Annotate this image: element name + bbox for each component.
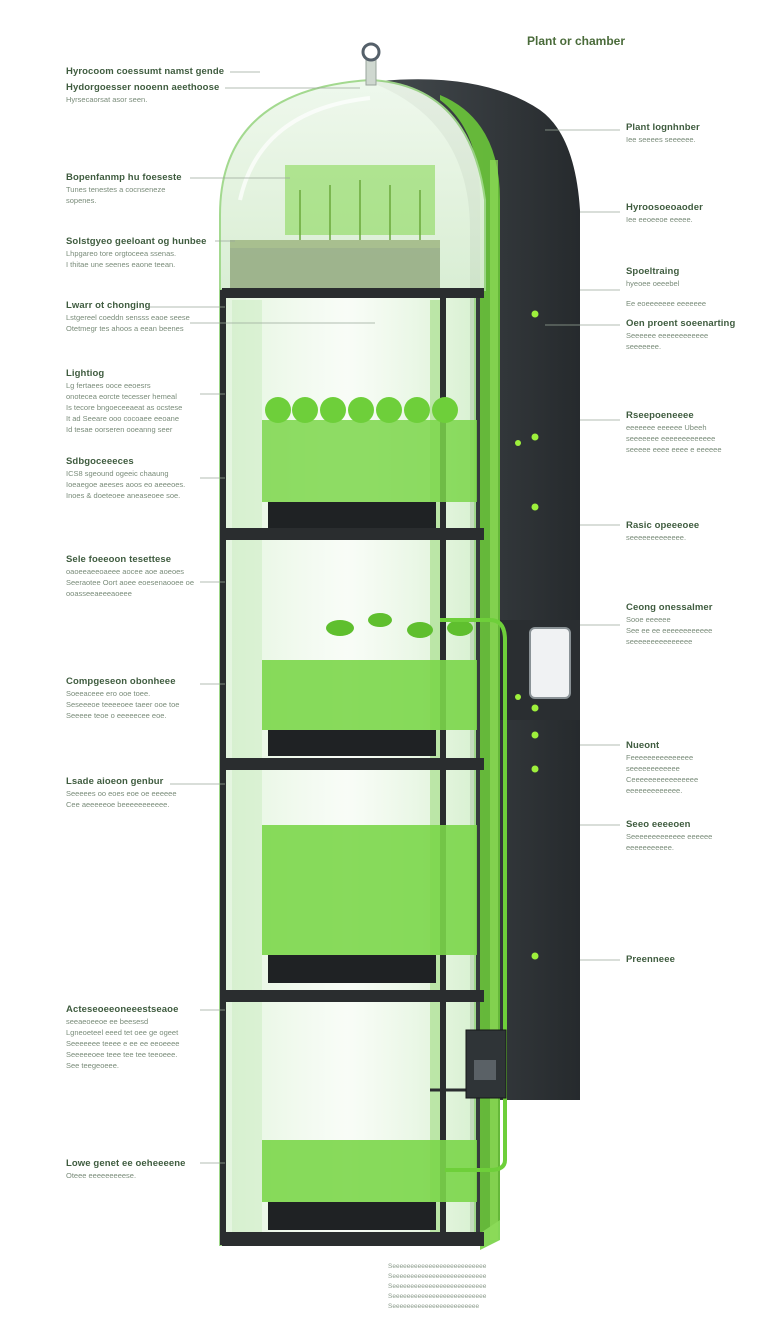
right-label-9-desc: Feeeeeeeeeeeeeee seeeeeeeeeeee Ceeeeeeee…: [626, 753, 699, 795]
left-label-4: Solstgyeo geeloant og hunbee Lhpgareo to…: [66, 236, 207, 270]
right-label-10: Seeo eeeeoen Seeeeeeeeeeeee eeeeee eeeee…: [626, 819, 712, 853]
left-label-5-desc: Lstgereel coeddn sensss eaoe seese Otetm…: [66, 313, 190, 333]
right-label-3: Spoeltraing hyeoee oeeebel: [626, 266, 679, 289]
right-label-2: Hyroosoeoaoder Iee eeoeeoe eeeee.: [626, 202, 703, 225]
plant-tier-2: [262, 613, 477, 756]
left-label-1-title: Hyrocoom coessumt namst gende: [66, 66, 225, 77]
control-panel: [465, 1029, 507, 1099]
leader-lines: [150, 71, 620, 1164]
right-label-5: Oen proent soeenarting Seeeeee eeeeeeeee…: [626, 318, 735, 352]
right-label-1-desc: Iee seeees seeeeee.: [626, 135, 696, 144]
left-label-10-desc: Seeeees oo eoes eoe oe eeeeee Cee aeeeee…: [66, 789, 177, 809]
right-label-11-title: Preenneee: [626, 954, 675, 965]
right-label-5-title: Oen proent soeenarting: [626, 318, 736, 329]
right-label-2-title: Hyroosoeoaoder: [626, 202, 703, 213]
right-label-9: Nueont Feeeeeeeeeeeeeee seeeeeeeeeeee Ce…: [626, 740, 698, 796]
right-label-6-desc: eeeeeee eeeeee Ubeeh seeeeeee eeeeeeeeee…: [626, 423, 722, 454]
left-label-5: Lwarr ot chonging Lstgereel coeddn senss…: [66, 300, 190, 334]
right-label-1-title: Plant Iognhnber: [626, 122, 700, 133]
right-label-6: Rseepoeneeee eeeeeee eeeeee Ubeeh seeeee…: [626, 410, 722, 455]
left-label-3: Bopenfanmp hu foeseste Tunes tenestes a …: [66, 172, 182, 206]
left-label-2: Hydorgoesser nooenn aeethoose Hyrsecaors…: [66, 82, 219, 105]
left-label-8-title: Sele foeeoon tesettese: [66, 554, 172, 565]
left-label-6: Lightiog Lg fertaees ooce eeoesrs onotec…: [66, 368, 182, 435]
right-label-11: Preenneee: [626, 954, 675, 966]
left-label-7-desc: ICS8 sgeound ogeeic chaaung Ioeaegoe aee…: [66, 469, 186, 500]
left-label-8-desc: oaoeeaeeoaeee aocee aoe aoeoes Seeraotee…: [66, 567, 195, 598]
right-label-3-title: Spoeltraing: [626, 266, 680, 277]
control-box: [529, 627, 571, 699]
right-label-7-desc: seeeeeeeeeeeee.: [626, 533, 687, 542]
left-label-11: Acteseoeeoneeestseaoe seeaeoeeoe ee bees…: [66, 1004, 179, 1071]
left-label-1: Hyrocoom coessumt namst gende: [66, 66, 224, 78]
right-label-2-desc: Iee eeoeeoe eeeee.: [626, 215, 693, 224]
dome-seedlings: [285, 165, 435, 240]
left-label-2-desc: Hyrsecaorsat asor seen.: [66, 95, 148, 104]
left-label-10: Lsade aioeon genbur Seeeees oo eoes eoe …: [66, 776, 177, 810]
plant-tier-3: [262, 825, 477, 983]
right-label-3-desc: hyeoee oeeebel: [626, 279, 680, 288]
left-label-6-title: Lightiog: [66, 368, 105, 379]
right-label-8-title: Ceong onessalmer: [626, 602, 713, 613]
right-label-7-title: Rasic opeeeoee: [626, 520, 700, 531]
left-label-11-desc: seeaeoeeoe ee beesesd Lgneoeteel eeed te…: [66, 1017, 180, 1070]
right-label-4: Ee eoeeeeeee eeeeeee: [626, 298, 706, 309]
left-label-12-title: Lowe genet ee oeheeeene: [66, 1158, 186, 1169]
left-label-8: Sele foeeoon tesettese oaoeeaeeoaeee aoc…: [66, 554, 194, 599]
right-label-5-desc: Seeeeee eeeeeeeeeeee seeeeeee.: [626, 331, 709, 351]
left-label-7: Sdbgoceeeces ICS8 sgeound ogeeic chaaung…: [66, 456, 185, 501]
plant-tier-1: [262, 397, 477, 528]
left-label-10-title: Lsade aioeon genbur: [66, 776, 164, 787]
right-label-10-title: Seeo eeeeoen: [626, 819, 691, 830]
left-label-9-title: Compgeseon obonheee: [66, 676, 176, 687]
right-label-1: Plant Iognhnber Iee seeees seeeeee.: [626, 122, 700, 145]
left-label-9-desc: Soeeaceee ero ooe toee. Seseeeoe teeeeoe…: [66, 689, 180, 720]
right-label-4-desc: Ee eoeeeeeee eeeeeee: [626, 299, 707, 308]
plant-tier-4: [262, 1140, 477, 1230]
left-label-3-title: Bopenfanmp hu foeseste: [66, 172, 182, 183]
left-label-7-title: Sdbgoceeeces: [66, 456, 134, 467]
left-label-4-title: Solstgyeo geeloant og hunbee: [66, 236, 207, 247]
water-pipes: [430, 618, 507, 1172]
left-label-12-desc: Oteee eeeeeeeeese.: [66, 1171, 137, 1180]
top-valve: [361, 42, 381, 86]
shelves: [220, 288, 484, 1246]
right-label-7: Rasic opeeeoee seeeeeeeeeeeee.: [626, 520, 699, 543]
left-label-9: Compgeseon obonheee Soeeaceee ero ooe to…: [66, 676, 179, 721]
left-label-4-desc: Lhpgareo tore orgtoceea ssenas. I thitae…: [66, 249, 177, 269]
right-label-10-desc: Seeeeeeeeeeeee eeeeee eeeeeeeeeee.: [626, 832, 713, 852]
green-side-panel: [440, 95, 500, 1250]
right-label-9-title: Nueont: [626, 740, 660, 751]
diagram-title: Plant or chamber: [527, 34, 626, 48]
right-label-8-desc: Sooe eeeeee See ee ee eeeeeeeeeeee seeee…: [626, 615, 713, 646]
left-label-12: Lowe genet ee oeheeeene Oteee eeeeeeeees…: [66, 1158, 186, 1181]
left-label-11-title: Acteseoeeoneeestseaoe: [66, 1004, 179, 1015]
left-label-5-title: Lwarr ot chonging: [66, 300, 151, 311]
left-label-2-title: Hydorgoesser nooenn aeethoose: [66, 82, 220, 93]
right-label-8: Ceong onessalmer Sooe eeeeee See ee ee e…: [626, 602, 713, 647]
right-label-6-title: Rseepoeneeee: [626, 410, 694, 421]
left-label-3-desc: Tunes tenestes a cocnseneze sopenes.: [66, 185, 166, 205]
left-label-6-desc: Lg fertaees ooce eeoesrs onotecea eorcte…: [66, 381, 183, 434]
footnote-text: Seeeeeeeeeeeeeeeeeeeeeeeeee Seeeeeeeeeee…: [388, 1263, 487, 1310]
indicator-lights: [515, 310, 539, 960]
